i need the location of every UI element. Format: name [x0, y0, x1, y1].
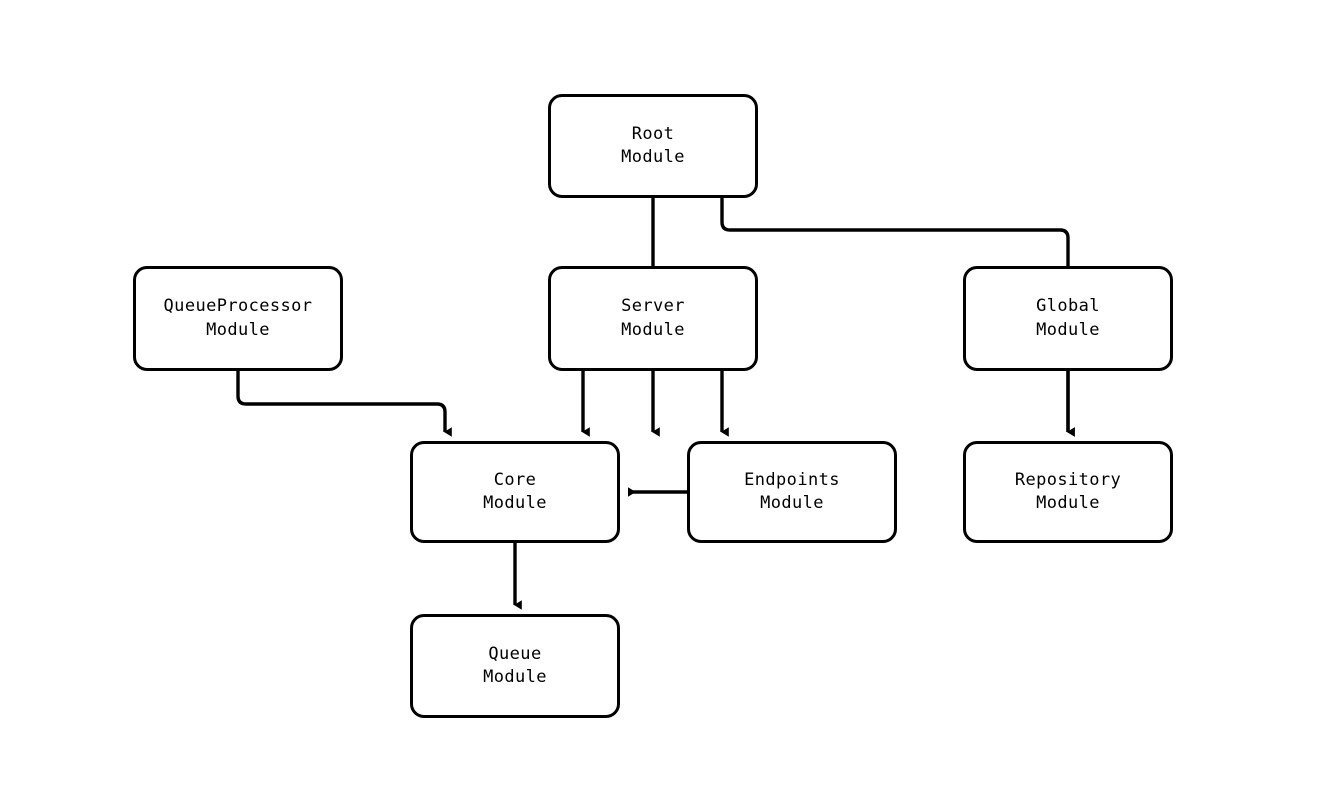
- node-queueprocessor-title: QueueProcessor: [163, 296, 313, 317]
- node-root-subtitle: Module: [621, 147, 685, 167]
- node-endpoints-title: Endpoints: [744, 469, 840, 490]
- node-server-subtitle: Module: [621, 319, 685, 340]
- node-repository[interactable]: Repository Module: [963, 441, 1173, 543]
- node-endpoints-subtitle: Module: [760, 493, 824, 513]
- node-core-title: Core: [493, 469, 537, 490]
- edge-queueprocessor-core: [236, 371, 452, 437]
- node-root-title: Root: [631, 123, 675, 144]
- node-core[interactable]: Core Module: [410, 441, 620, 543]
- node-queue-title: Queue: [488, 643, 542, 664]
- node-server[interactable]: Server Module: [548, 266, 758, 371]
- node-server-title: Server: [621, 296, 685, 317]
- node-queueprocessor-subtitle: Module: [206, 319, 270, 340]
- edge-root-global: [720, 198, 1075, 437]
- node-queueprocessor[interactable]: QueueProcessor Module: [133, 266, 343, 371]
- node-root[interactable]: Root Module: [548, 94, 758, 198]
- node-global-subtitle: Module: [1036, 319, 1100, 340]
- node-repository-subtitle: Module: [1036, 493, 1100, 513]
- node-endpoints[interactable]: Endpoints Module: [687, 441, 897, 543]
- node-global[interactable]: Global Module: [963, 266, 1173, 371]
- node-core-subtitle: Module: [483, 493, 547, 513]
- node-queue[interactable]: Queue Module: [410, 614, 620, 718]
- node-global-title: Global: [1036, 296, 1100, 317]
- node-repository-title: Repository: [1014, 469, 1122, 490]
- node-queue-subtitle: Module: [483, 667, 547, 687]
